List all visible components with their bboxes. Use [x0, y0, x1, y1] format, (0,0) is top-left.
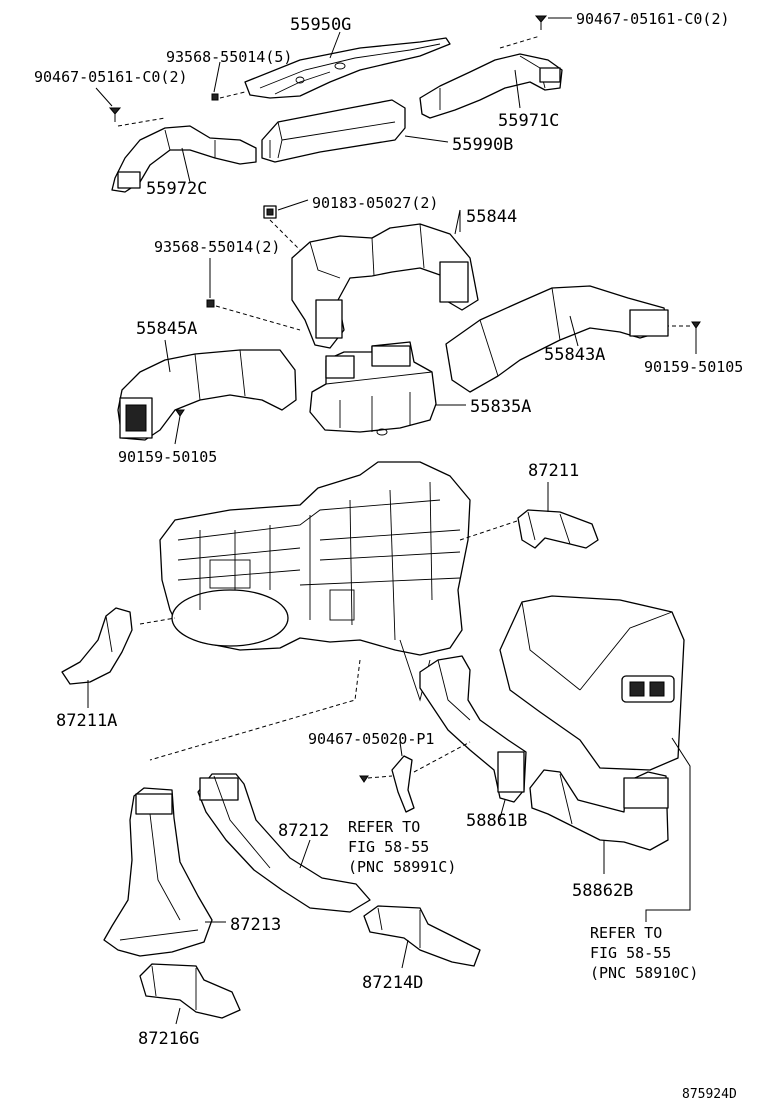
label-55843a: 55843A [544, 345, 605, 365]
part-55844-duct[interactable] [291, 209, 479, 349]
label-55950g: 55950G [290, 15, 351, 35]
label-58861b: 58861B [466, 811, 527, 831]
part-screw-90467-top-right[interactable] [534, 15, 572, 30]
label-93568-5: 93568-55014(5) [166, 48, 292, 66]
part-58861b-duct[interactable] [419, 655, 527, 819]
label-90183: 90183-05027(2) [312, 194, 438, 212]
label-55972c: 55972C [146, 179, 207, 199]
label-93568-2: 93568-55014(2) [154, 238, 280, 256]
label-87213: 87213 [230, 915, 281, 935]
drawing-number: 875924D [682, 1087, 737, 1102]
part-55971c-duct[interactable] [419, 35, 563, 119]
part-clip-93568-5[interactable] [211, 61, 246, 101]
part-55843a-duct[interactable] [445, 285, 669, 393]
part-screw-93568-2[interactable] [206, 258, 301, 331]
part-87213-duct[interactable] [103, 787, 226, 957]
label-90467-top-left: 90467-05161-C0(2) [34, 68, 188, 86]
label-55845a: 55845A [136, 319, 197, 339]
label-refer1-line3: (PNC 58991C) [348, 858, 456, 876]
leader-87211a-dashed [139, 617, 176, 625]
label-refer2-line2: FIG 58-55 [590, 944, 671, 962]
part-87211a-duct[interactable] [61, 607, 133, 708]
part-bracket-90467-05020[interactable] [359, 741, 471, 813]
part-screw-90467-top-left[interactable] [95, 87, 166, 127]
label-90467-top-right: 90467-05161-C0(2) [576, 10, 730, 28]
label-refer1-line2: FIG 58-55 [348, 838, 429, 856]
part-screw-90159-right[interactable] [668, 321, 701, 354]
label-87211: 87211 [528, 461, 579, 481]
label-refer2-line3: (PNC 58910C) [590, 964, 698, 982]
part-console-box [499, 595, 685, 771]
label-55835a: 55835A [470, 397, 531, 417]
part-55990b-duct[interactable] [261, 99, 449, 163]
part-87214d-duct[interactable] [363, 905, 481, 969]
part-heater-unit-assembly [159, 461, 471, 702]
leader-87213-dashed [149, 659, 361, 761]
part-87212-duct[interactable] [197, 773, 371, 913]
label-90159-right: 90159-50105 [644, 358, 743, 376]
label-90159-left: 90159-50105 [118, 448, 217, 466]
part-55972c-duct[interactable] [111, 125, 257, 193]
label-55971c: 55971C [498, 111, 559, 131]
label-55844: 55844 [466, 207, 517, 227]
part-87216g-duct[interactable] [139, 963, 241, 1025]
part-87211-duct[interactable] [517, 482, 599, 549]
part-58862b-duct[interactable] [529, 769, 669, 874]
label-87216g: 87216G [138, 1029, 199, 1049]
label-refer1-line1: REFER TO [348, 818, 420, 836]
leader-87211-dashed [459, 519, 521, 541]
label-55990b: 55990B [452, 135, 513, 155]
label-87214d: 87214D [362, 973, 423, 993]
label-58862b: 58862B [572, 881, 633, 901]
part-55845a-duct[interactable] [117, 339, 297, 441]
part-55835a-box[interactable] [309, 341, 466, 436]
label-90467-05020: 90467-05020-P1 [308, 730, 434, 748]
part-screw-90159-left[interactable] [174, 409, 185, 445]
label-refer2-line1: REFER TO [590, 924, 662, 942]
part-clip-90183[interactable] [263, 199, 309, 251]
leader-refer-58910c [645, 737, 691, 922]
part-55950g-panel[interactable] [244, 31, 451, 99]
label-87211a: 87211A [56, 711, 117, 731]
label-87212: 87212 [278, 821, 329, 841]
